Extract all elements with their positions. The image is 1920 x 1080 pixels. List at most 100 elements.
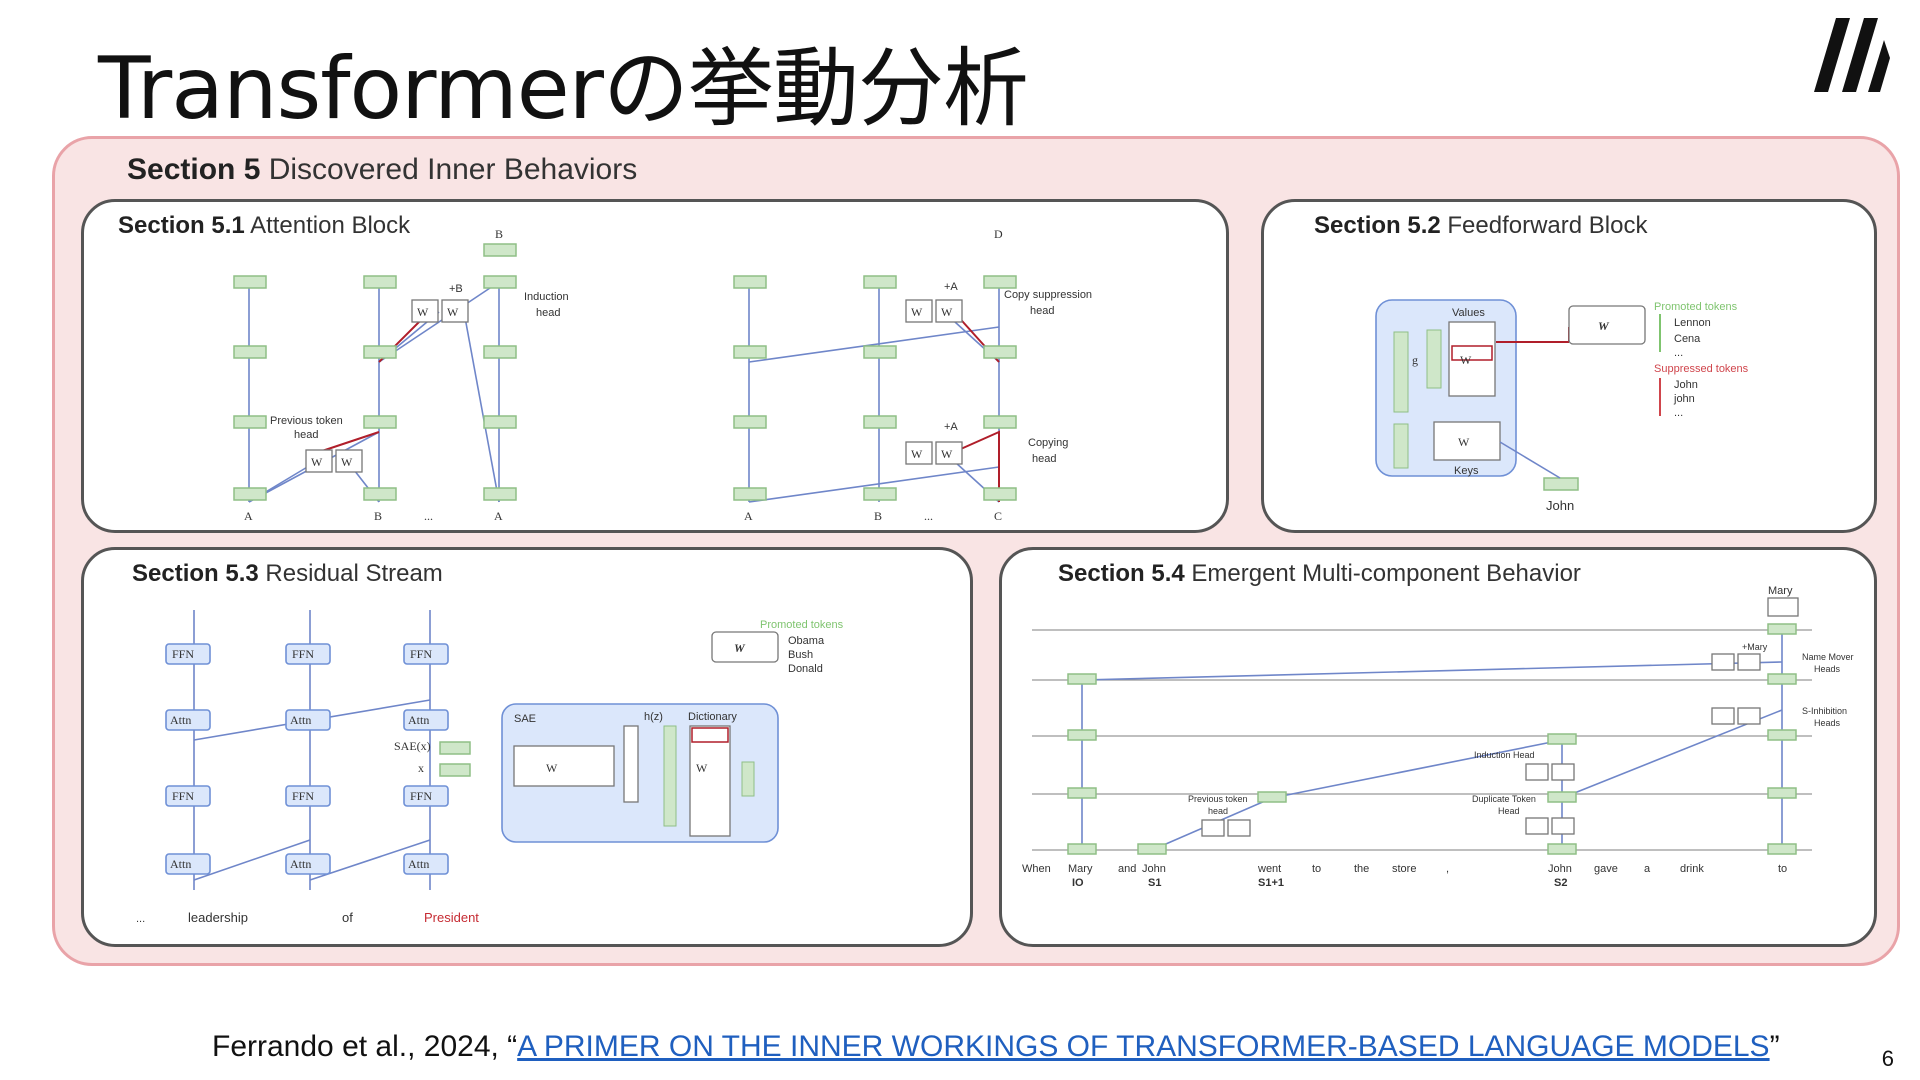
node bbox=[863, 275, 897, 289]
node bbox=[983, 275, 1017, 289]
node bbox=[983, 415, 1017, 429]
label: Induction Head bbox=[1474, 750, 1535, 760]
label: +Mary bbox=[1742, 642, 1768, 652]
ffn-label: FFN bbox=[292, 789, 314, 803]
values-label: Values bbox=[1452, 307, 1485, 319]
g-label: g bbox=[1412, 353, 1418, 367]
label: Heads bbox=[1814, 664, 1841, 674]
dictionary-label: Dictionary bbox=[688, 711, 737, 723]
wqk-box bbox=[305, 449, 333, 473]
wu-box bbox=[1767, 597, 1799, 617]
token: and bbox=[1118, 863, 1136, 875]
label: Copy suppression bbox=[1004, 289, 1092, 301]
wout-label: W bbox=[1460, 353, 1472, 367]
brand-logo bbox=[1814, 18, 1890, 92]
ffn-label: FFN bbox=[410, 789, 432, 803]
label: Previous token bbox=[270, 415, 343, 427]
wqk-label: W bbox=[911, 305, 923, 319]
ffn-label: FFN bbox=[172, 647, 194, 661]
output-token: D bbox=[994, 227, 1003, 241]
node bbox=[863, 345, 897, 359]
g-node bbox=[1393, 331, 1409, 413]
token: gave bbox=[1594, 863, 1618, 875]
label: Previous token bbox=[1188, 794, 1248, 804]
label: head bbox=[1208, 806, 1228, 816]
node bbox=[233, 345, 267, 359]
input-node bbox=[1543, 477, 1579, 491]
attn-label: Attn bbox=[170, 857, 191, 871]
x-label: x bbox=[418, 761, 424, 775]
attn-label: Attn bbox=[408, 713, 429, 727]
residual-diagram: FFN Attn FFN Attn FFN Attn FFN Attn FFN … bbox=[136, 610, 844, 925]
wqk-box bbox=[905, 441, 933, 465]
token: John bbox=[1142, 863, 1166, 875]
token: C bbox=[994, 509, 1002, 523]
wu-label: W bbox=[734, 641, 746, 655]
sae-label: SAE bbox=[514, 713, 536, 725]
hz-label: h(z) bbox=[644, 711, 663, 723]
token: A bbox=[494, 509, 503, 523]
dictionary-matrix bbox=[689, 725, 731, 837]
panel-title: Section 5.2 Feedforward Block bbox=[1314, 212, 1648, 239]
attn-label: Attn bbox=[170, 713, 191, 727]
feedforward-diagram: g Values W W Keys W Promoted tokens Lenn… bbox=[1375, 299, 1749, 513]
promoted-token: Bush bbox=[788, 649, 813, 661]
attn-label: Attn bbox=[290, 713, 311, 727]
token: B bbox=[874, 509, 882, 523]
ffn-label: FFN bbox=[292, 647, 314, 661]
wu-label: W bbox=[1598, 319, 1610, 333]
wov-label: W bbox=[341, 455, 353, 469]
token-tag: S1 bbox=[1148, 877, 1161, 889]
label: head bbox=[536, 307, 560, 319]
node bbox=[363, 487, 397, 501]
node bbox=[363, 415, 397, 429]
suppressed-token: ... bbox=[1674, 407, 1683, 419]
token: ... bbox=[424, 509, 433, 523]
node bbox=[733, 415, 767, 429]
wqk-box bbox=[411, 299, 439, 323]
paper-link[interactable]: A PRIMER ON THE INNER WORKINGS OF TRANSF… bbox=[517, 1030, 1770, 1063]
wov-label: W bbox=[941, 447, 953, 461]
token: to bbox=[1312, 863, 1321, 875]
label: Duplicate Token bbox=[1472, 794, 1536, 804]
page-number: 6 bbox=[1881, 1046, 1894, 1071]
promoted-token: Donald bbox=[788, 663, 823, 675]
wov-label: W bbox=[447, 305, 459, 319]
wqk-label: W bbox=[311, 455, 323, 469]
promoted-token: Lennon bbox=[1674, 317, 1711, 329]
wqk-label: W bbox=[417, 305, 429, 319]
panel-emergent-behavior: Section 5.4 Emergent Multi-component Beh… bbox=[999, 547, 1877, 947]
label: head bbox=[1032, 453, 1056, 465]
label: Copying bbox=[1028, 437, 1068, 449]
token: store bbox=[1392, 863, 1416, 875]
token: Mary bbox=[1068, 863, 1093, 875]
output-token: B bbox=[495, 227, 503, 241]
label: Heads bbox=[1814, 718, 1841, 728]
token-tag: S2 bbox=[1554, 877, 1567, 889]
citation: Ferrando et al., 2024, “A PRIMER ON THE … bbox=[212, 1030, 1780, 1063]
token-tag: IO bbox=[1072, 877, 1084, 889]
promoted-token: Cena bbox=[1674, 333, 1701, 345]
node bbox=[483, 275, 517, 289]
wqk-box bbox=[905, 299, 933, 323]
panel-title: Section 5.1 Attention Block bbox=[118, 212, 411, 239]
token: of bbox=[342, 910, 353, 925]
node bbox=[233, 275, 267, 289]
token: A bbox=[244, 509, 253, 523]
token: President bbox=[424, 910, 479, 925]
panel-attention-block: Section 5.1 Attention Block bbox=[81, 199, 1229, 533]
wenc-box bbox=[513, 745, 615, 787]
panel-title: Section 5.4 Emergent Multi-component Beh… bbox=[1058, 560, 1581, 587]
promoted-label: Promoted tokens bbox=[1654, 301, 1738, 313]
label: Mary bbox=[1768, 585, 1793, 597]
token: ... bbox=[924, 509, 933, 523]
node bbox=[233, 487, 267, 501]
suppressed-label: Suppressed tokens bbox=[1654, 363, 1749, 375]
label: Name Mover bbox=[1802, 652, 1854, 662]
token: , bbox=[1446, 863, 1449, 875]
promoted-token: ... bbox=[1674, 347, 1683, 359]
suppressed-token: john bbox=[1673, 393, 1695, 405]
node bbox=[733, 487, 767, 501]
token: drink bbox=[1680, 863, 1704, 875]
label: +A bbox=[944, 281, 958, 293]
